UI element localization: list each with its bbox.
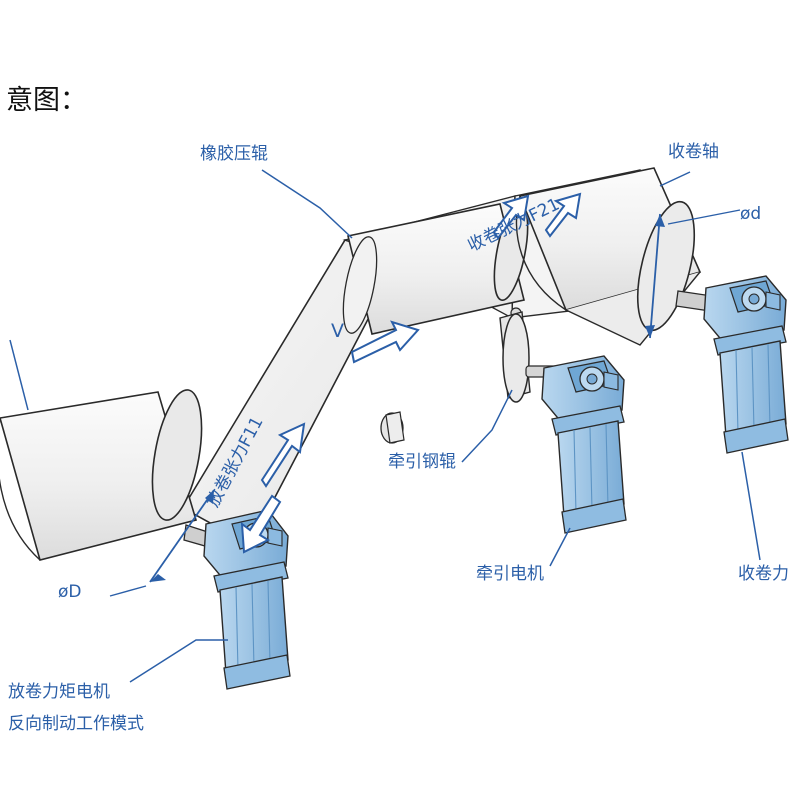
leader-lines	[9, 169, 761, 683]
label-rewind-shaft: 收卷轴	[668, 142, 719, 162]
label-diameter-large: øD	[58, 582, 82, 602]
diameter-D-dimension-icon	[109, 489, 215, 597]
label-traction-steel-roller: 牵引钢辊	[388, 452, 456, 472]
rewind-roll	[515, 167, 713, 346]
arrow-right-icon	[350, 320, 420, 364]
traction-motor	[541, 355, 627, 534]
small-guide-roller	[380, 411, 405, 444]
unwind-tension-arrow-icon	[240, 422, 306, 554]
traction-steel-roller	[499, 311, 569, 403]
label-rewind-motor: 收卷力	[738, 564, 789, 584]
rewind-tension-arrow-icon	[492, 192, 582, 240]
diameter-d-dimension-icon	[645, 209, 741, 339]
rubber-press-roller	[342, 203, 529, 335]
rewind-motor	[703, 275, 789, 454]
label-diameter-small: ød	[740, 204, 762, 224]
label-web-speed: V	[331, 320, 344, 342]
label-unwind-mode: 反向制动工作模式	[8, 714, 144, 734]
label-traction-motor: 牵引电机	[476, 564, 544, 584]
unwind-roll	[0, 389, 215, 561]
page-title: 意图：	[6, 85, 87, 116]
label-unwind-torque-motor: 放卷力矩电机	[8, 682, 110, 702]
label-rubber-press-roller: 橡胶压辊	[200, 144, 268, 164]
